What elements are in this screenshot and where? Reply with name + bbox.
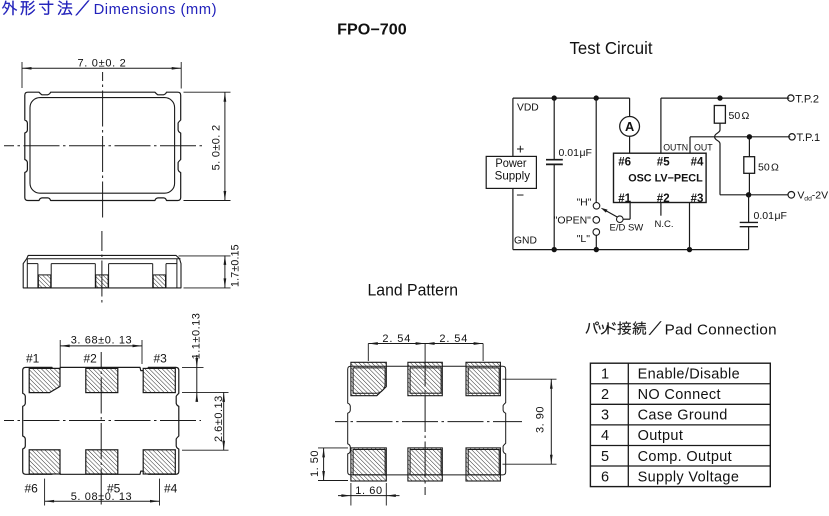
- svg-text:5. 08±0. 13: 5. 08±0. 13: [71, 491, 133, 503]
- svg-text:50: 50: [729, 110, 741, 122]
- svg-text:#1: #1: [618, 193, 631, 205]
- svg-text:2. 54: 2. 54: [382, 333, 411, 345]
- svg-text:2. 54: 2. 54: [439, 333, 468, 345]
- svg-text:2.6±0.13: 2.6±0.13: [213, 395, 225, 442]
- svg-text:Output: Output: [638, 428, 684, 444]
- svg-text:F: F: [586, 147, 592, 159]
- svg-text:3: 3: [601, 408, 609, 424]
- svg-text:Power: Power: [495, 156, 526, 170]
- svg-text:1.1±0.13: 1.1±0.13: [191, 313, 203, 360]
- svg-text:3. 68±0. 13: 3. 68±0. 13: [71, 334, 133, 346]
- svg-text:NO Connect: NO Connect: [638, 387, 721, 403]
- svg-text:#3: #3: [691, 193, 704, 205]
- svg-text:Supply: Supply: [495, 168, 530, 182]
- svg-text:0.01: 0.01: [754, 210, 775, 222]
- svg-text:"OPEN": "OPEN": [554, 214, 591, 226]
- svg-text:1. 50: 1. 50: [309, 450, 321, 477]
- svg-text:#4: #4: [164, 482, 178, 496]
- svg-text:#1: #1: [26, 351, 40, 365]
- svg-text:+: +: [516, 142, 524, 157]
- svg-text:1: 1: [601, 366, 609, 382]
- svg-text:dd: dd: [804, 195, 812, 202]
- svg-text:#5: #5: [107, 482, 121, 496]
- svg-text:T.P.2: T.P.2: [795, 94, 819, 106]
- svg-text:#6: #6: [618, 156, 631, 168]
- svg-text:Case Ground: Case Ground: [638, 408, 728, 424]
- svg-text:6: 6: [601, 469, 609, 485]
- svg-text:Comp. Output: Comp. Output: [638, 449, 732, 465]
- svg-text:5. 0±0. 2: 5. 0±0. 2: [211, 124, 223, 170]
- svg-text:Ω: Ω: [771, 161, 779, 173]
- svg-text:#4: #4: [691, 156, 704, 168]
- svg-text:N.C.: N.C.: [655, 219, 674, 230]
- svg-text:1. 60: 1. 60: [355, 485, 382, 497]
- svg-text:Test Circuit: Test Circuit: [570, 38, 653, 58]
- svg-text:0.01: 0.01: [559, 147, 580, 159]
- svg-text:GND: GND: [514, 236, 537, 247]
- svg-text:OUTN: OUTN: [663, 142, 688, 152]
- svg-text:7. 0±0. 2: 7. 0±0. 2: [77, 57, 126, 69]
- svg-text:A: A: [625, 119, 634, 134]
- svg-text:VDD: VDD: [517, 103, 539, 114]
- svg-text:-2V: -2V: [812, 190, 828, 202]
- svg-text:FPO−700: FPO−700: [337, 22, 407, 39]
- svg-text:"L": "L": [577, 233, 591, 245]
- svg-text:50: 50: [758, 161, 770, 173]
- svg-text:#2: #2: [657, 193, 670, 205]
- svg-text:F: F: [781, 210, 787, 222]
- svg-text:Supply Voltage: Supply Voltage: [638, 469, 740, 485]
- svg-text:3. 90: 3. 90: [535, 406, 547, 433]
- svg-text:Land Pattern: Land Pattern: [368, 282, 459, 300]
- svg-text:OSC LV−PECL: OSC LV−PECL: [628, 172, 703, 184]
- svg-text:"H": "H": [576, 197, 591, 209]
- svg-text:μ: μ: [775, 210, 781, 222]
- svg-text:#3: #3: [154, 351, 168, 365]
- svg-text:OUT: OUT: [694, 142, 713, 152]
- svg-text:1.7±0.15: 1.7±0.15: [229, 244, 241, 287]
- svg-text:Dimensions (mm): Dimensions (mm): [94, 2, 217, 18]
- svg-text:#6: #6: [25, 482, 39, 496]
- svg-text:V: V: [797, 190, 804, 202]
- svg-text:μ: μ: [580, 147, 586, 159]
- svg-text:Pad Connection: Pad Connection: [665, 321, 777, 338]
- svg-text:Ω: Ω: [742, 110, 750, 122]
- svg-text:2: 2: [601, 387, 609, 403]
- svg-text:#5: #5: [657, 156, 670, 168]
- svg-text:Enable/Disable: Enable/Disable: [638, 366, 740, 382]
- svg-text:E/D SW: E/D SW: [610, 223, 644, 234]
- svg-text:5: 5: [601, 449, 609, 465]
- svg-text:#2: #2: [84, 351, 98, 365]
- svg-text:4: 4: [601, 428, 609, 444]
- svg-text:−: −: [516, 188, 524, 203]
- svg-text:T.P.1: T.P.1: [797, 132, 821, 144]
